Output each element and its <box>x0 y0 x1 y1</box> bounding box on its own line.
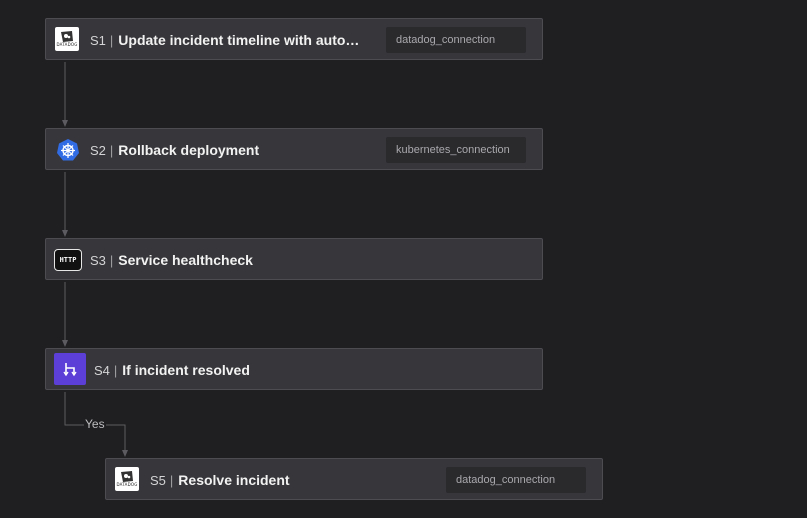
step-title: Update incident timeline with automa... <box>118 32 370 48</box>
datadog-icon: DATADOG <box>55 27 79 51</box>
step-id: S5 <box>150 472 166 488</box>
step-id: S2 <box>90 142 106 158</box>
step-label: S5 | Resolve incident <box>150 472 290 488</box>
step-label: S4 | If incident resolved <box>94 362 250 378</box>
http-icon: HTTP <box>54 249 82 271</box>
step-title: If incident resolved <box>122 362 250 378</box>
step-title: Service healthcheck <box>118 252 253 268</box>
kubernetes-icon <box>55 137 81 163</box>
step-label: S3 | Service healthcheck <box>90 252 253 268</box>
step-title: Resolve incident <box>178 472 290 488</box>
step-node-s4[interactable]: S4 | If incident resolved <box>45 348 543 390</box>
step-label: S2 | Rollback deployment <box>90 142 260 158</box>
branch-yes-label: Yes <box>84 417 106 431</box>
step-id: S1 <box>90 32 106 48</box>
connection-chip[interactable]: kubernetes_connection <box>386 137 526 163</box>
step-node-s1[interactable]: DATADOG S1 | Update incident timeline wi… <box>45 18 543 60</box>
step-node-s3[interactable]: HTTP S3 | Service healthcheck <box>45 238 543 280</box>
step-label: S1 | Update incident timeline with autom… <box>90 32 370 48</box>
step-node-s5[interactable]: DATADOG S5 | Resolve incident datadog_co… <box>105 458 603 500</box>
step-id: S4 <box>94 362 110 378</box>
datadog-icon: DATADOG <box>115 467 139 491</box>
connection-chip[interactable]: datadog_connection <box>386 27 526 53</box>
connection-chip[interactable]: datadog_connection <box>446 467 586 493</box>
branch-icon <box>54 353 86 385</box>
step-node-s2[interactable]: S2 | Rollback deployment kubernetes_conn… <box>45 128 543 170</box>
step-title: Rollback deployment <box>118 142 260 158</box>
step-id: S3 <box>90 252 106 268</box>
